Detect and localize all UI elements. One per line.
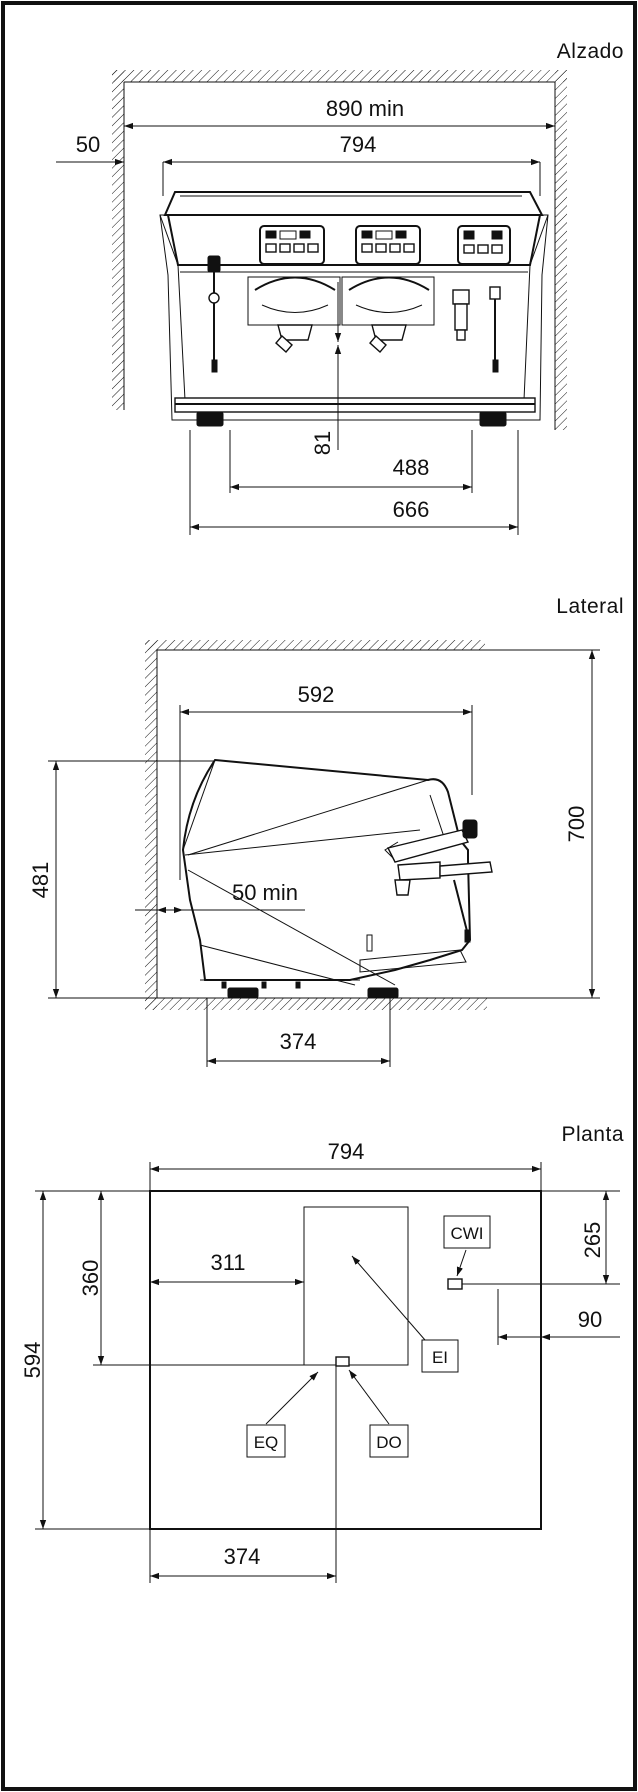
- plan-view: Planta 794 594 360 311 CWI 265: [20, 1123, 624, 1583]
- front-view: Alzado 890 min 794 50: [56, 40, 624, 535]
- dim-81: 81: [310, 431, 335, 455]
- front-machine: [159, 191, 549, 427]
- label-do: DO: [376, 1433, 402, 1452]
- dim-90: 90: [578, 1307, 602, 1332]
- control-panel-middle: [355, 225, 421, 265]
- label-eq: EQ: [254, 1433, 279, 1452]
- group-head-left: [247, 276, 341, 354]
- front-wall-left: [112, 70, 124, 410]
- dim-311: 311: [210, 1250, 245, 1275]
- side-view-title: Lateral: [556, 595, 624, 618]
- cwi-label-box: [443, 1215, 491, 1249]
- plan-footprint: [149, 1190, 542, 1530]
- label-ei: EI: [432, 1348, 448, 1367]
- dim-374-plan: 374: [224, 1544, 261, 1569]
- dim-700: 700: [564, 806, 589, 843]
- hot-water-tap: [452, 289, 470, 341]
- dim-50-min: 50 min: [232, 880, 298, 905]
- side-machine: [181, 758, 493, 999]
- plan-utility-box: [303, 1206, 409, 1366]
- side-floor: [145, 998, 487, 1010]
- side-view: Lateral 700 592 481: [28, 595, 624, 1067]
- dim-481: 481: [28, 862, 53, 899]
- steam-wand-right: [489, 286, 501, 373]
- dim-594: 594: [20, 1342, 45, 1379]
- dim-374-side: 374: [280, 1029, 317, 1054]
- group-head-right: [341, 276, 435, 354]
- dim-890-min: 890 min: [326, 96, 404, 121]
- eq-label-box: [246, 1424, 286, 1458]
- front-view-title: Alzado: [557, 40, 624, 63]
- dim-360: 360: [78, 1260, 103, 1297]
- dim-794-front: 794: [340, 132, 377, 157]
- control-panel-left: [259, 225, 325, 265]
- plan-view-title: Planta: [561, 1123, 624, 1146]
- dim-488: 488: [393, 455, 430, 480]
- steam-wand-left: [207, 255, 221, 373]
- dim-666: 666: [393, 497, 430, 522]
- control-panel-right: [457, 225, 511, 265]
- dim-265: 265: [580, 1222, 605, 1259]
- ei-label-box: [421, 1339, 459, 1373]
- dim-794-plan: 794: [328, 1139, 365, 1164]
- dim-50-front: 50: [76, 132, 100, 157]
- drain-outlet: [335, 1356, 350, 1367]
- do-label-box: [369, 1424, 409, 1458]
- side-wall-top: [145, 640, 485, 650]
- side-wall-back: [145, 640, 157, 1010]
- label-cwi: CWI: [450, 1224, 483, 1243]
- front-wall-top: [112, 70, 567, 82]
- front-wall-right: [555, 70, 567, 430]
- cold-water-inlet: [447, 1278, 463, 1290]
- dim-592: 592: [298, 682, 335, 707]
